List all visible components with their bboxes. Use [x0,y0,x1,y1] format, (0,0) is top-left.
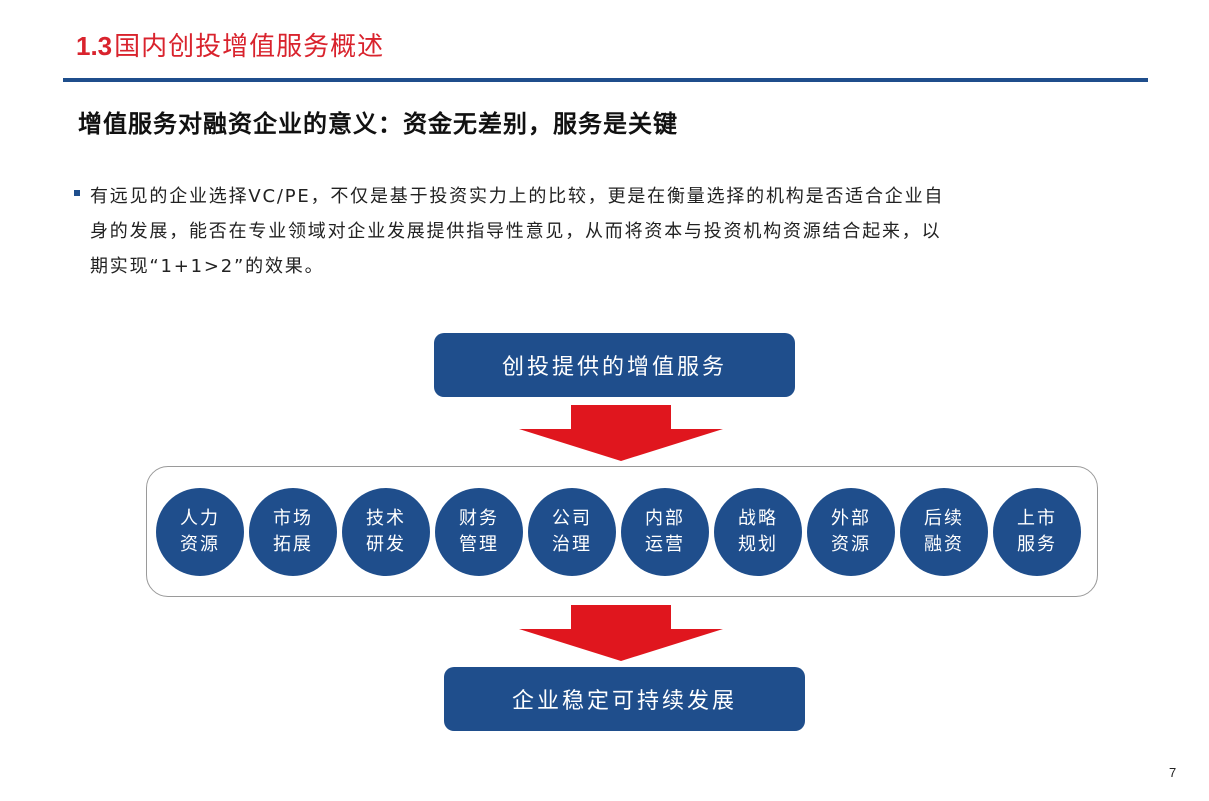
service-line1: 内部 [645,508,685,529]
service-circle-operations: 内部 运营 [621,488,709,576]
services-row: 人力 资源 市场 拓展 技术 研发 财务 管理 公司 治理 内部 运营 战略 规… [156,488,1086,576]
service-circle-strategy: 战略 规划 [714,488,802,576]
service-circle-finance: 财务 管理 [435,488,523,576]
service-line2: 服务 [1017,534,1057,555]
service-line1: 市场 [273,508,313,529]
service-line1: 外部 [831,508,871,529]
service-line2: 研发 [366,534,406,555]
sustainable-development-box: 企业稳定可持续发展 [444,667,805,731]
bullet-line-2: 身的发展，能否在专业领域对企业发展提供指导性意见，从而将资本与投资机构资源结合起… [90,221,942,242]
service-line2: 资源 [180,534,220,555]
service-line1: 后续 [924,508,964,529]
service-line2: 融资 [924,534,964,555]
service-line1: 战略 [738,508,778,529]
service-line2: 规划 [738,534,778,555]
down-arrow-icon [519,605,723,661]
service-line2: 治理 [552,534,592,555]
service-circle-tech: 技术 研发 [342,488,430,576]
slide-subtitle: 增值服务对融资企业的意义：资金无差别，服务是关键 [78,110,678,138]
service-circle-market: 市场 拓展 [249,488,337,576]
service-line1: 技术 [366,508,406,529]
service-circle-financing: 后续 融资 [900,488,988,576]
service-circle-external: 外部 资源 [807,488,895,576]
service-line2: 拓展 [273,534,313,555]
title-divider [63,78,1148,82]
section-title: 国内创投增值服务概述 [114,32,385,62]
bullet-line-3: 期实现“1+1>2”的效果。 [90,256,325,277]
down-arrow-icon [519,405,723,461]
service-line2: 资源 [831,534,871,555]
value-added-services-box: 创投提供的增值服务 [434,333,795,397]
service-circle-governance: 公司 治理 [528,488,616,576]
page-number: 7 [1169,765,1177,780]
service-line1: 上市 [1017,508,1057,529]
bullet-square-icon [74,190,80,196]
service-line1: 公司 [552,508,592,529]
bullet-paragraph: 有远见的企业选择VC/PE，不仅是基于投资实力上的比较，更是在衡量选择的机构是否… [74,175,1134,289]
service-line2: 管理 [459,534,499,555]
service-line1: 人力 [180,508,220,529]
service-circle-ipo: 上市 服务 [993,488,1081,576]
bullet-line-1: 有远见的企业选择VC/PE，不仅是基于投资实力上的比较，更是在衡量选择的机构是否… [90,186,945,207]
page-title: 1.3 国内创投增值服务概述 [76,26,384,66]
section-number: 1.3 [76,31,113,61]
service-line1: 财务 [459,508,499,529]
service-circle-hr: 人力 资源 [156,488,244,576]
service-line2: 运营 [645,534,685,555]
